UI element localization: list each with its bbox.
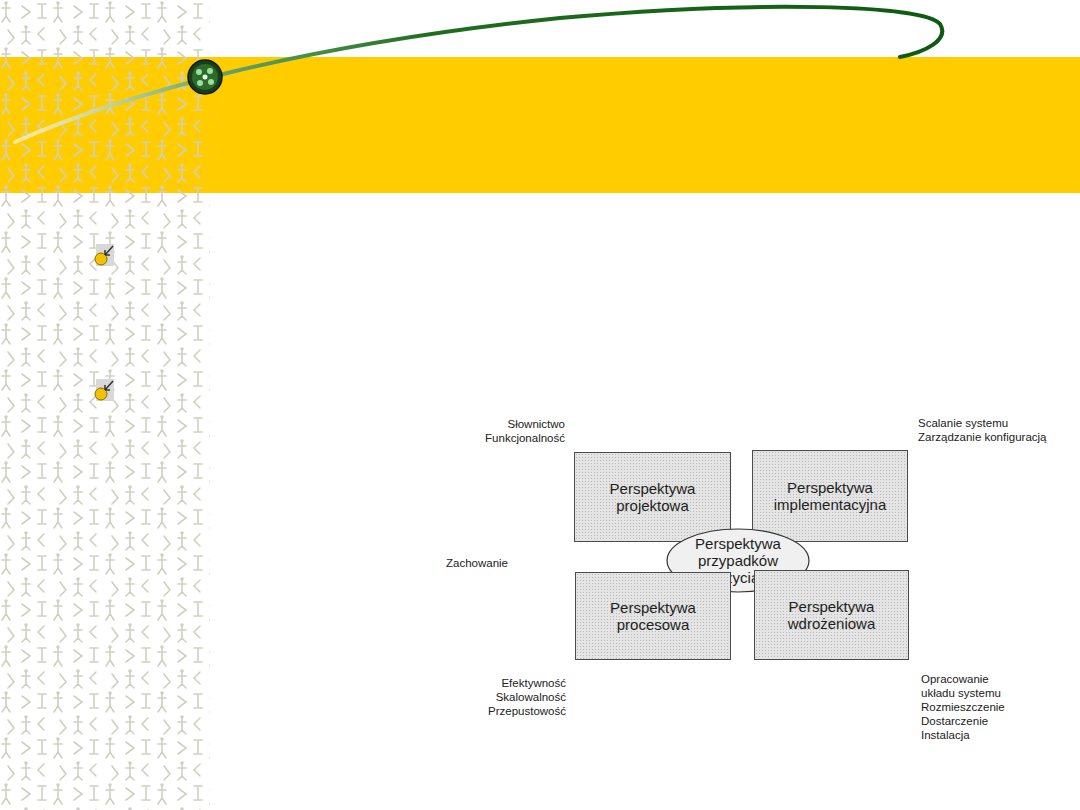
concern-label: Zarządzanie konfiguracją bbox=[918, 430, 1047, 444]
bullet-icon bbox=[95, 244, 114, 266]
text-wrap: Perspektywa procesowa bbox=[576, 595, 730, 637]
view-name: Perspektywa wdrożeniowa bbox=[755, 594, 908, 636]
concern-label: Funkcjonalność bbox=[485, 431, 565, 445]
concern-label: Efektywność bbox=[501, 676, 566, 690]
concern-label: Scalanie systemu bbox=[918, 416, 1008, 430]
view-box: Perspektywa implementacyjna bbox=[752, 450, 908, 542]
view-name: Perspektywa procesowa bbox=[576, 595, 730, 637]
view-box: Perspektywa projektowa bbox=[574, 452, 731, 542]
text-wrap: Perspektywa wdrożeniowa bbox=[755, 594, 908, 636]
text-wrap: Perspektywa implementacyjna bbox=[753, 475, 907, 517]
concern-label: Rozmieszczenie bbox=[921, 700, 1005, 714]
text-wrap: Perspektywa projektowa bbox=[575, 476, 730, 518]
swoosh-line bbox=[15, 7, 942, 142]
view-box: Perspektywa procesowa bbox=[575, 572, 731, 660]
concern-label: Opracowanie układu systemu bbox=[921, 672, 1007, 700]
concern-label: Skalowalność bbox=[496, 690, 566, 704]
view-name: Perspektywa implementacyjna bbox=[753, 475, 907, 517]
concern-label: Zachowanie bbox=[446, 556, 508, 570]
concern-label: Słownictwo bbox=[507, 417, 565, 431]
view-box: Perspektywa wdrożeniowa bbox=[754, 570, 909, 660]
concern-label: Przepustowość bbox=[488, 704, 566, 718]
concern-label: Instalacja bbox=[921, 728, 970, 742]
orb-icon bbox=[188, 60, 222, 94]
bullet-icon bbox=[95, 379, 114, 401]
concern-label: Dostarczenie bbox=[921, 714, 988, 728]
pattern-strip bbox=[0, 0, 210, 810]
view-name: Perspektywa projektowa bbox=[575, 476, 730, 518]
